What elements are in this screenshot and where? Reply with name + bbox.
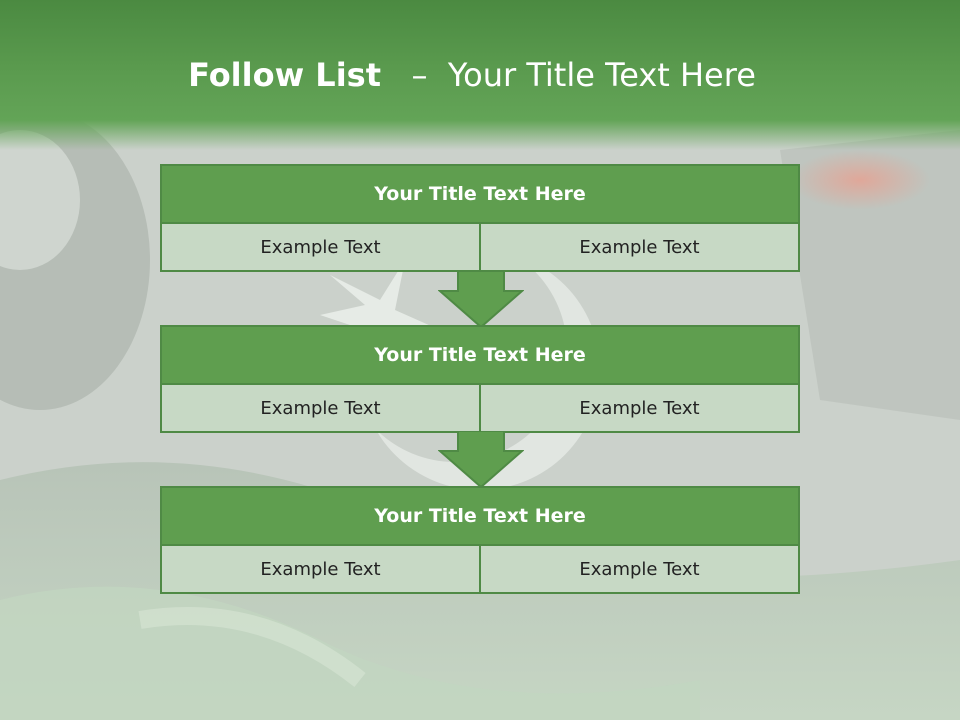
- block-title: Your Title Text Here: [162, 166, 798, 224]
- block-title: Your Title Text Here: [162, 327, 798, 385]
- title-bar: [0, 0, 960, 150]
- title-dash: –: [391, 56, 438, 94]
- block-row: Example Text Example Text: [162, 224, 798, 270]
- down-arrow-icon: [438, 431, 524, 489]
- block-cell-left: Example Text: [162, 385, 479, 431]
- block-cell-right: Example Text: [479, 224, 798, 270]
- list-block-3: Your Title Text Here Example Text Exampl…: [160, 486, 800, 594]
- block-cell-left: Example Text: [162, 224, 479, 270]
- down-arrow-icon: [438, 271, 524, 329]
- block-row: Example Text Example Text: [162, 385, 798, 431]
- block-cell-left: Example Text: [162, 546, 479, 592]
- list-block-2: Your Title Text Here Example Text Exampl…: [160, 325, 800, 433]
- block-row: Example Text Example Text: [162, 546, 798, 592]
- slide-title-rest: Your Title Text Here: [447, 56, 756, 94]
- slide-title-bold: Follow List: [188, 56, 381, 94]
- slide-title: Follow List – Your Title Text Here: [0, 56, 944, 94]
- block-title: Your Title Text Here: [162, 488, 798, 546]
- block-cell-right: Example Text: [479, 546, 798, 592]
- block-cell-right: Example Text: [479, 385, 798, 431]
- list-block-1: Your Title Text Here Example Text Exampl…: [160, 164, 800, 272]
